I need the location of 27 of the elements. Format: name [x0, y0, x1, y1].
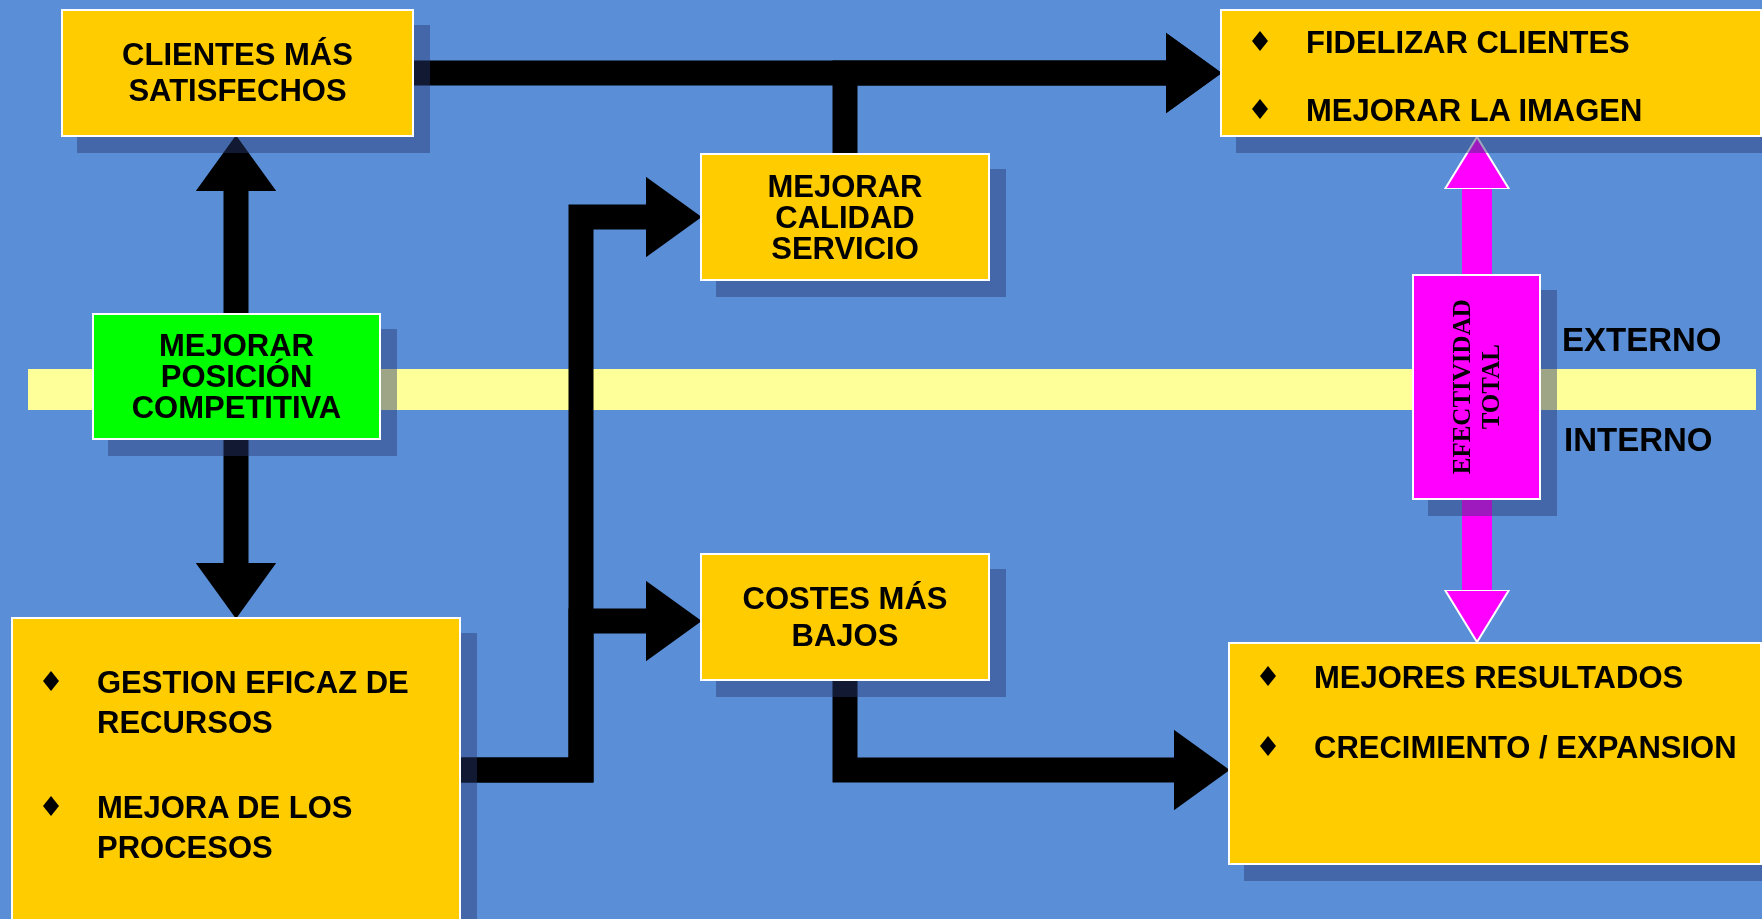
arrow [1444, 136, 1510, 274]
list-item-text: MEJORA DE LOS PROCESOS [97, 788, 354, 867]
bullet-list-box [1228, 642, 1762, 865]
arrow [196, 440, 276, 618]
arrow [1444, 500, 1510, 643]
bullet-list-box [1220, 9, 1762, 137]
box-label: COSTES MÁS BAJOS [741, 579, 949, 655]
zone-label: INTERNO [1564, 421, 1713, 459]
list-item-text: MEJORAR LA IMAGEN [1306, 92, 1643, 131]
box-label: MEJORAR CALIDAD SERVICIO [766, 170, 924, 264]
zone-label: EXTERNO [1562, 321, 1722, 359]
box-label: MEJORAR POSICIÓN COMPETITIVA [130, 330, 343, 423]
process-box [700, 553, 990, 681]
list-item-text: GESTION EFICAZ DE RECURSOS [97, 664, 410, 743]
arrow [832, 33, 1221, 153]
arrow [461, 581, 701, 783]
box-label: CLIENTES MÁS SATISFECHOS [121, 37, 354, 109]
process-box [92, 313, 381, 440]
arrow-label-box [1412, 274, 1541, 500]
list-item-text: CRECIMIENTO / EXPANSION [1314, 729, 1737, 768]
process-box [61, 9, 414, 137]
list-item-text: MEJORES RESULTADOS [1314, 659, 1684, 697]
list-item-text: FIDELIZAR CLIENTES [1306, 24, 1630, 62]
arrow [196, 136, 276, 313]
vertical-label: EFECTIVIDAD TOTAL [1447, 298, 1505, 477]
process-box [700, 153, 990, 281]
bullet-list-box [11, 617, 461, 919]
